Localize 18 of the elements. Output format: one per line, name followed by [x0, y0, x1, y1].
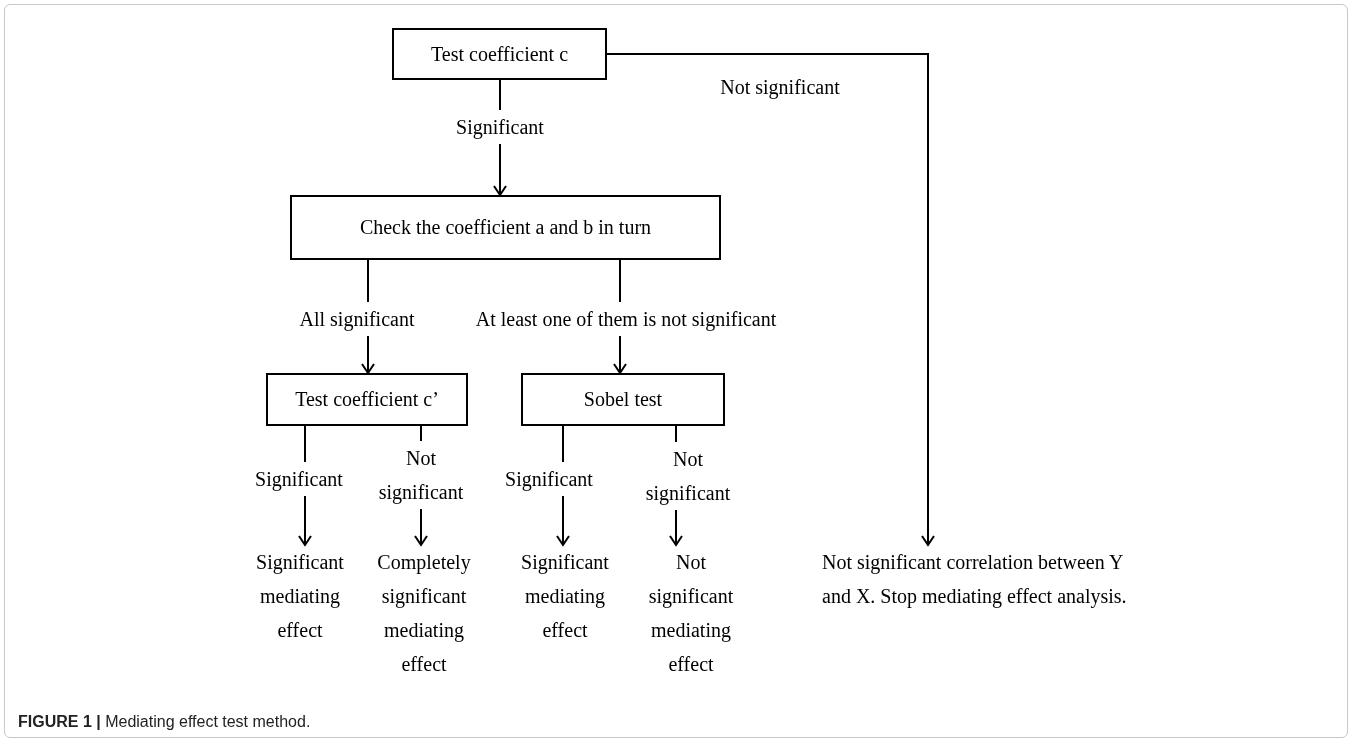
outcome-text: Completely significant mediating effect: [362, 545, 486, 681]
figure-caption: FIGURE 1 | Mediating effect test method.: [18, 713, 311, 731]
outcome-text: Significant mediating effect: [506, 545, 624, 647]
process-box: Test coefficient c’: [266, 373, 468, 426]
outcome-text: Not significant mediating effect: [632, 545, 750, 681]
process-box: Sobel test: [521, 373, 725, 426]
process-box: Test coefficient c: [392, 28, 607, 80]
edge-label: At least one of them is not significant: [475, 302, 777, 336]
outcome-text: Significant mediating effect: [245, 545, 355, 647]
edge-label: Significant: [255, 462, 343, 496]
edge-label: Not significant: [376, 441, 466, 509]
process-box: Check the coefficient a and b in turn: [290, 195, 721, 260]
edge-label: Not significant: [643, 442, 733, 510]
edge-label: All significant: [299, 302, 415, 336]
edge-label: Significant: [505, 462, 593, 496]
edge-label: Significant: [456, 110, 544, 144]
arrow: [606, 53, 935, 546]
outcome-text: Not significant correlation between Y and X. Stop mediating effect analysis.: [822, 545, 1132, 613]
